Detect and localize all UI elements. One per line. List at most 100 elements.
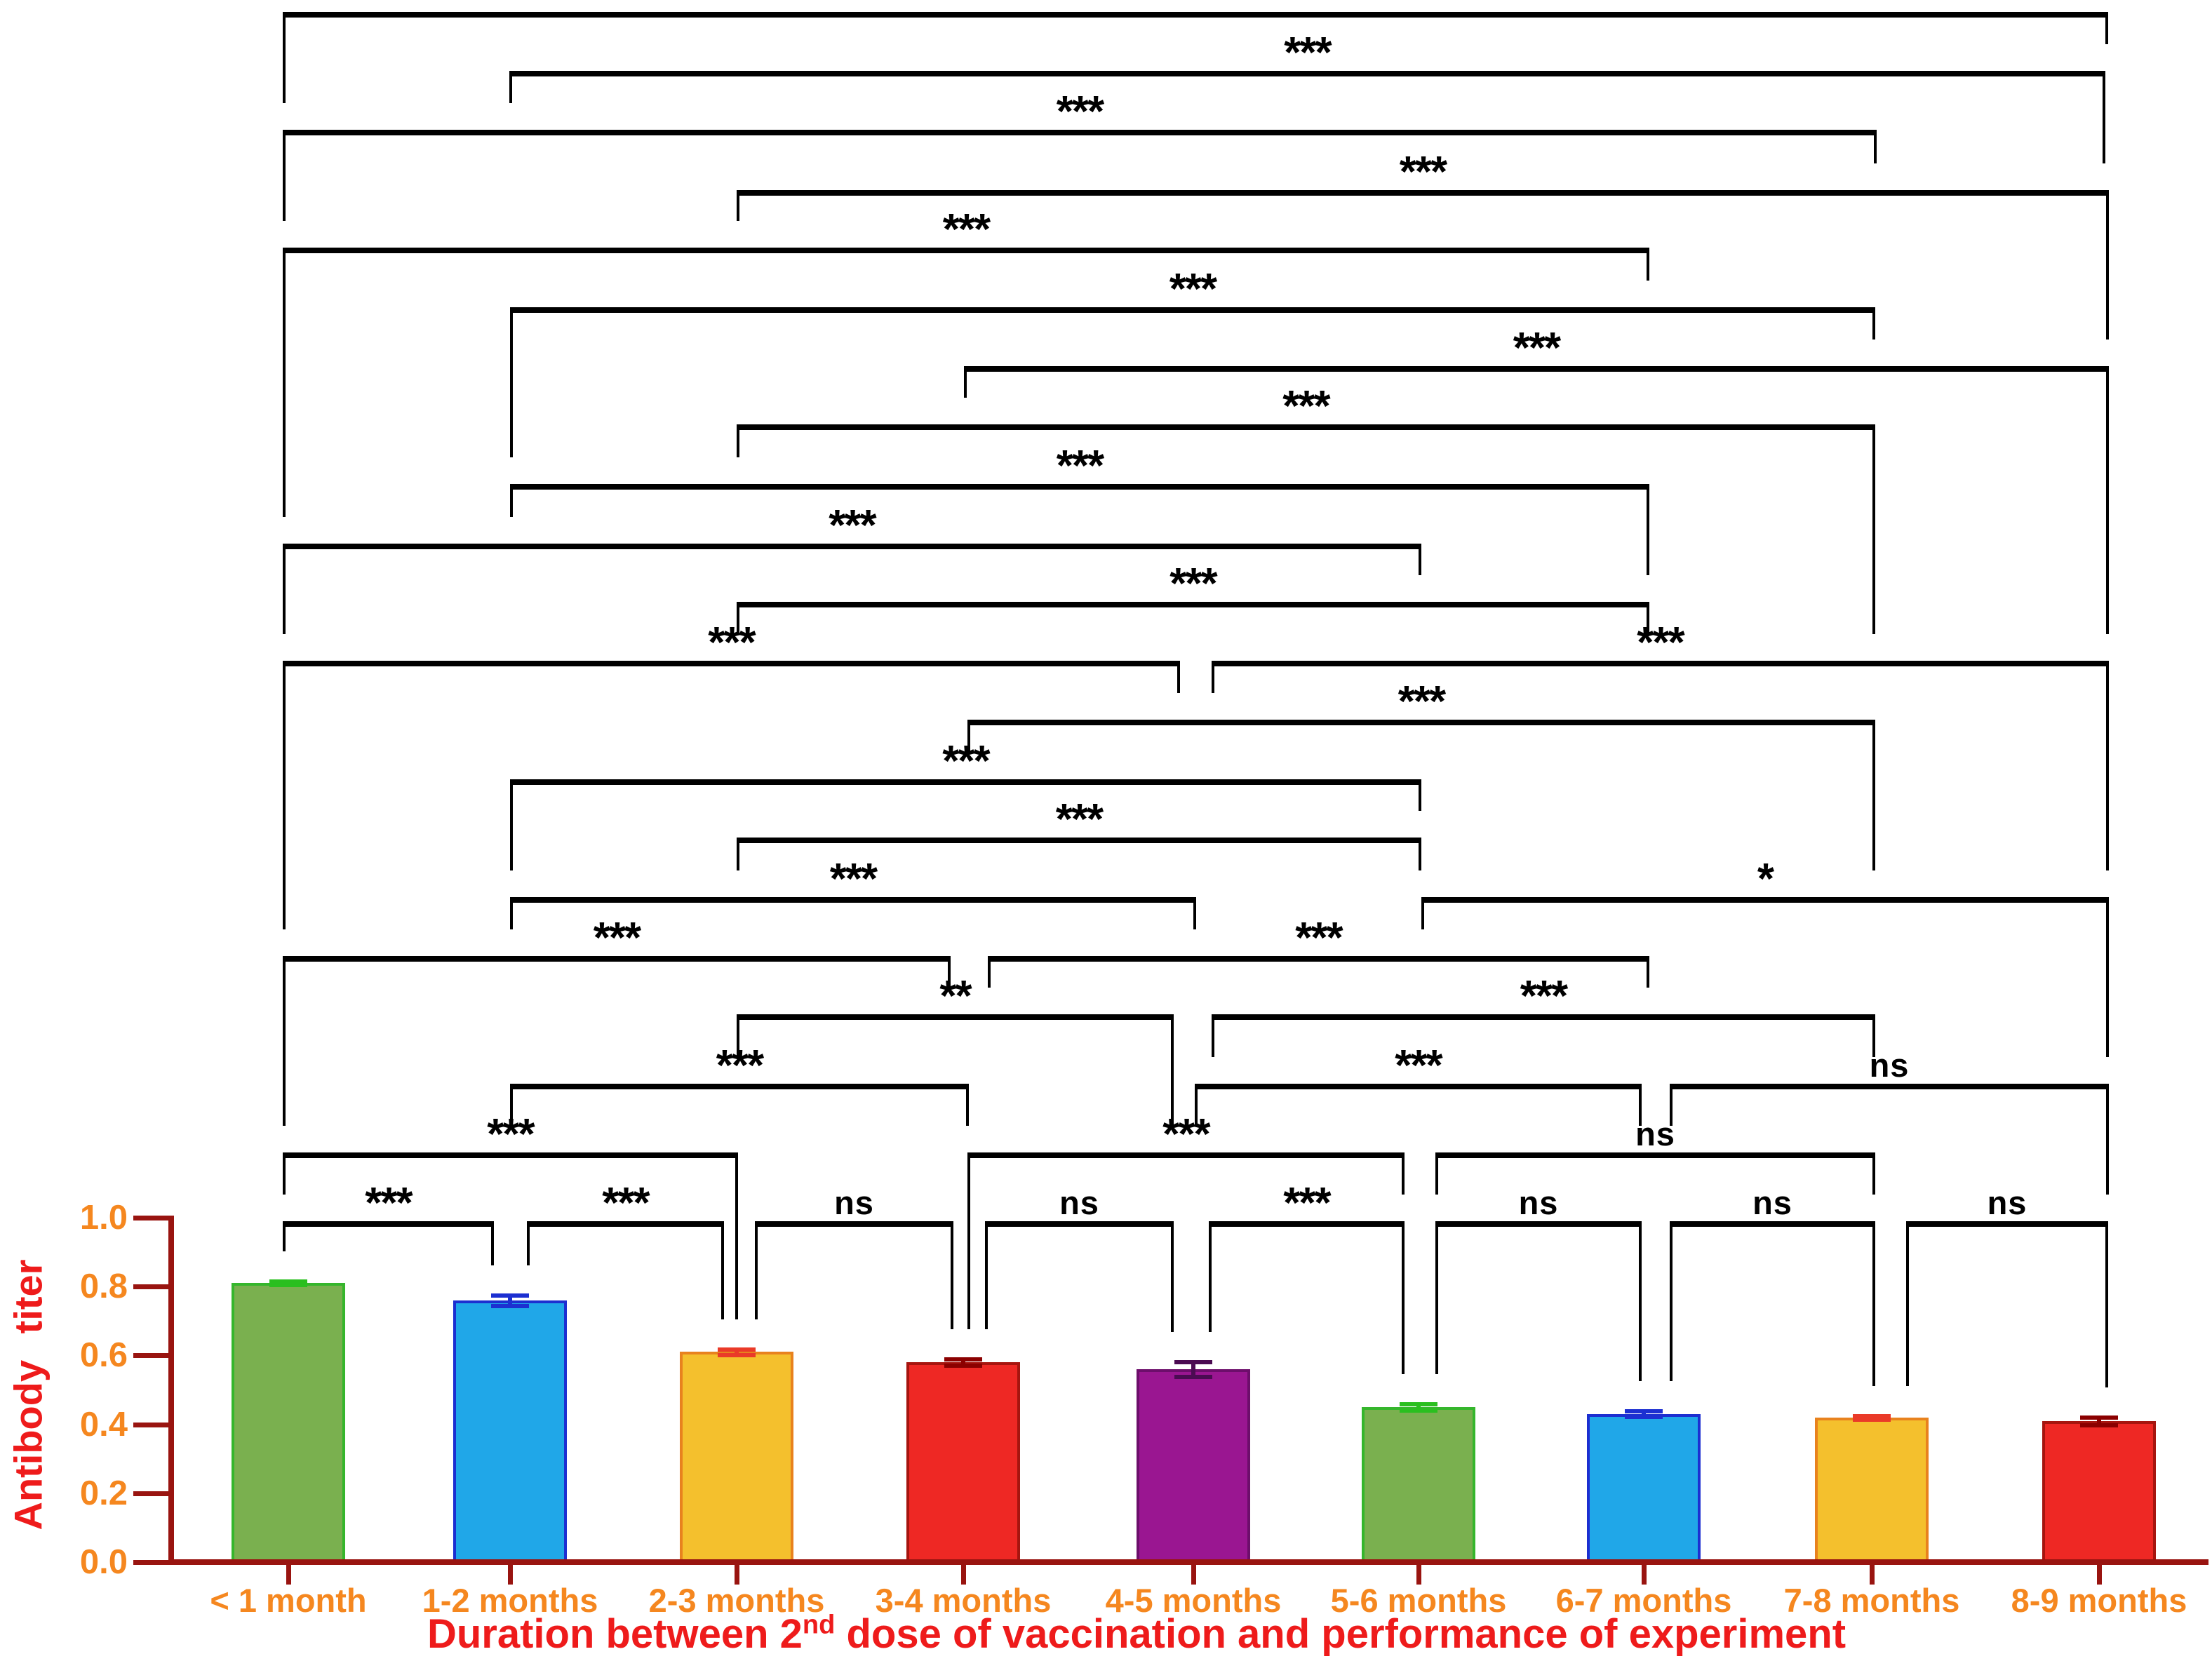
sig-bracket-1-6 [283, 544, 1421, 549]
sig-label-1-7: *** [942, 206, 991, 254]
error-bar-cap-top [491, 1293, 529, 1298]
error-bar-cap-top [1174, 1360, 1212, 1365]
y-tick [133, 1353, 168, 1359]
error-bar-cap-bottom [1174, 1374, 1212, 1379]
sig-bracket-leg [1872, 1014, 1875, 1057]
sig-bracket-1-8 [283, 130, 1876, 135]
y-tick-label: 0.8 [79, 1267, 128, 1306]
sig-bracket-1-9 [283, 12, 2107, 18]
sig-bracket-leg [1670, 1084, 1673, 1126]
error-bar [735, 1348, 739, 1356]
x-tick [286, 1565, 291, 1585]
y-axis-line [168, 1216, 174, 1565]
x-axis-title-text: Duration between 2 [427, 1611, 803, 1657]
sig-label-3-8: *** [1282, 382, 1330, 431]
sig-bracket-4-8 [968, 720, 1875, 725]
bar-6-7 months [1587, 1413, 1701, 1562]
sig-bracket-2-6 [511, 779, 1421, 785]
sig-bracket-leg [1193, 897, 1196, 929]
error-bar [961, 1359, 965, 1366]
sig-label-7-9: ns [1869, 1047, 1910, 1084]
sig-label-2-3: *** [602, 1179, 650, 1228]
sig-label-3-6: *** [1055, 795, 1104, 844]
sig-bracket-leg [491, 1221, 494, 1265]
x-axis-title-text-2: dose of vaccination and performance of e… [835, 1611, 1846, 1657]
error-bar-cap-bottom [269, 1283, 307, 1288]
bar-4-5 months [1137, 1369, 1250, 1562]
sig-label-1-6: *** [829, 502, 876, 550]
sig-bracket-leg [737, 190, 739, 221]
bar-2-3 months [680, 1352, 793, 1562]
sig-bracket-leg [2106, 1084, 2109, 1195]
sig-label-3-9: *** [1399, 148, 1447, 196]
sig-bracket-2-9 [510, 71, 2105, 76]
error-bar [2097, 1416, 2101, 1425]
error-bar [1642, 1411, 1646, 1418]
y-tick [133, 1491, 168, 1496]
sig-label-6-7: ns [1518, 1184, 1559, 1221]
bar-5-6 months [1362, 1407, 1475, 1562]
x-tick-label: < 1 month [210, 1582, 367, 1619]
sig-bracket-leg [1639, 1084, 1642, 1126]
error-bar-cap-top [718, 1347, 756, 1352]
sig-label-2-4: *** [716, 1042, 764, 1090]
sig-bracket-leg [1872, 307, 1875, 339]
sig-label-5-8: *** [1520, 972, 1568, 1021]
sig-bracket-leg [2106, 366, 2109, 634]
error-bar-cap-top [1400, 1402, 1437, 1407]
sig-label-5-9: *** [1637, 619, 1684, 667]
sig-bracket-4-7 [988, 956, 1649, 962]
sig-bracket-leg [988, 956, 991, 988]
error-bar-cap-top [1853, 1413, 1891, 1418]
sig-bracket-3-5 [737, 1014, 1173, 1020]
sig-label-1-5: *** [708, 619, 756, 667]
sig-bracket-3-9 [737, 190, 2108, 196]
sig-bracket-leg [2103, 71, 2105, 163]
sig-bracket-4-9 [965, 366, 2108, 372]
x-tick-label: 6-7 months [1555, 1582, 1732, 1619]
sig-bracket-leg [735, 1152, 738, 1319]
sig-bracket-leg [1872, 424, 1875, 634]
sig-bracket-leg [2105, 12, 2108, 44]
x-tick [2097, 1565, 2102, 1585]
sig-bracket-7-8 [1670, 1221, 1875, 1227]
sig-bracket-leg [283, 1221, 286, 1252]
sig-bracket-2-3 [528, 1221, 723, 1227]
error-bar-cap-bottom [2080, 1423, 2118, 1427]
sig-bracket-leg [1402, 1152, 1405, 1195]
sig-bracket-leg [283, 956, 286, 1126]
error-bar [508, 1294, 512, 1306]
y-tick-label: 0.0 [79, 1543, 128, 1581]
sig-bracket-leg [737, 1014, 739, 1057]
sig-label-7-8: ns [1752, 1184, 1792, 1221]
sig-label-1-3: *** [487, 1110, 535, 1159]
sig-bracket-leg [1906, 1221, 1909, 1386]
x-tick [1416, 1565, 1421, 1585]
sig-bracket-leg [737, 424, 739, 457]
sig-label-6-9: * [1757, 855, 1774, 903]
sig-bracket-2-8 [511, 307, 1875, 313]
sig-bracket-4-6 [968, 1152, 1404, 1158]
sig-bracket-leg [283, 544, 286, 634]
sig-bracket-5-9 [1212, 661, 2108, 666]
sig-bracket-leg [1872, 720, 1875, 870]
sig-bracket-4-5 [986, 1221, 1173, 1227]
error-bar-cap-bottom [718, 1353, 756, 1358]
sig-label-1-8: *** [1056, 88, 1104, 136]
sig-bracket-1-7 [283, 248, 1649, 253]
x-tick [735, 1565, 739, 1585]
sig-bracket-5-8 [1212, 1014, 1875, 1020]
error-bar-cap-top [269, 1279, 307, 1284]
sig-bracket-leg [1209, 1221, 1212, 1333]
sig-bracket-3-7 [737, 602, 1649, 607]
sig-bracket-leg [964, 366, 967, 398]
sig-bracket-leg [1195, 1084, 1198, 1126]
sig-label-1-2: *** [365, 1179, 413, 1228]
sig-bracket-8-9 [1907, 1221, 2107, 1227]
sig-bracket-leg [2106, 897, 2109, 1057]
error-bar-cap-top [1625, 1409, 1663, 1414]
sig-bracket-leg [1177, 661, 1180, 693]
sig-bracket-leg [737, 602, 739, 634]
y-tick [133, 1284, 168, 1290]
x-tick-label: 5-6 months [1330, 1582, 1507, 1619]
